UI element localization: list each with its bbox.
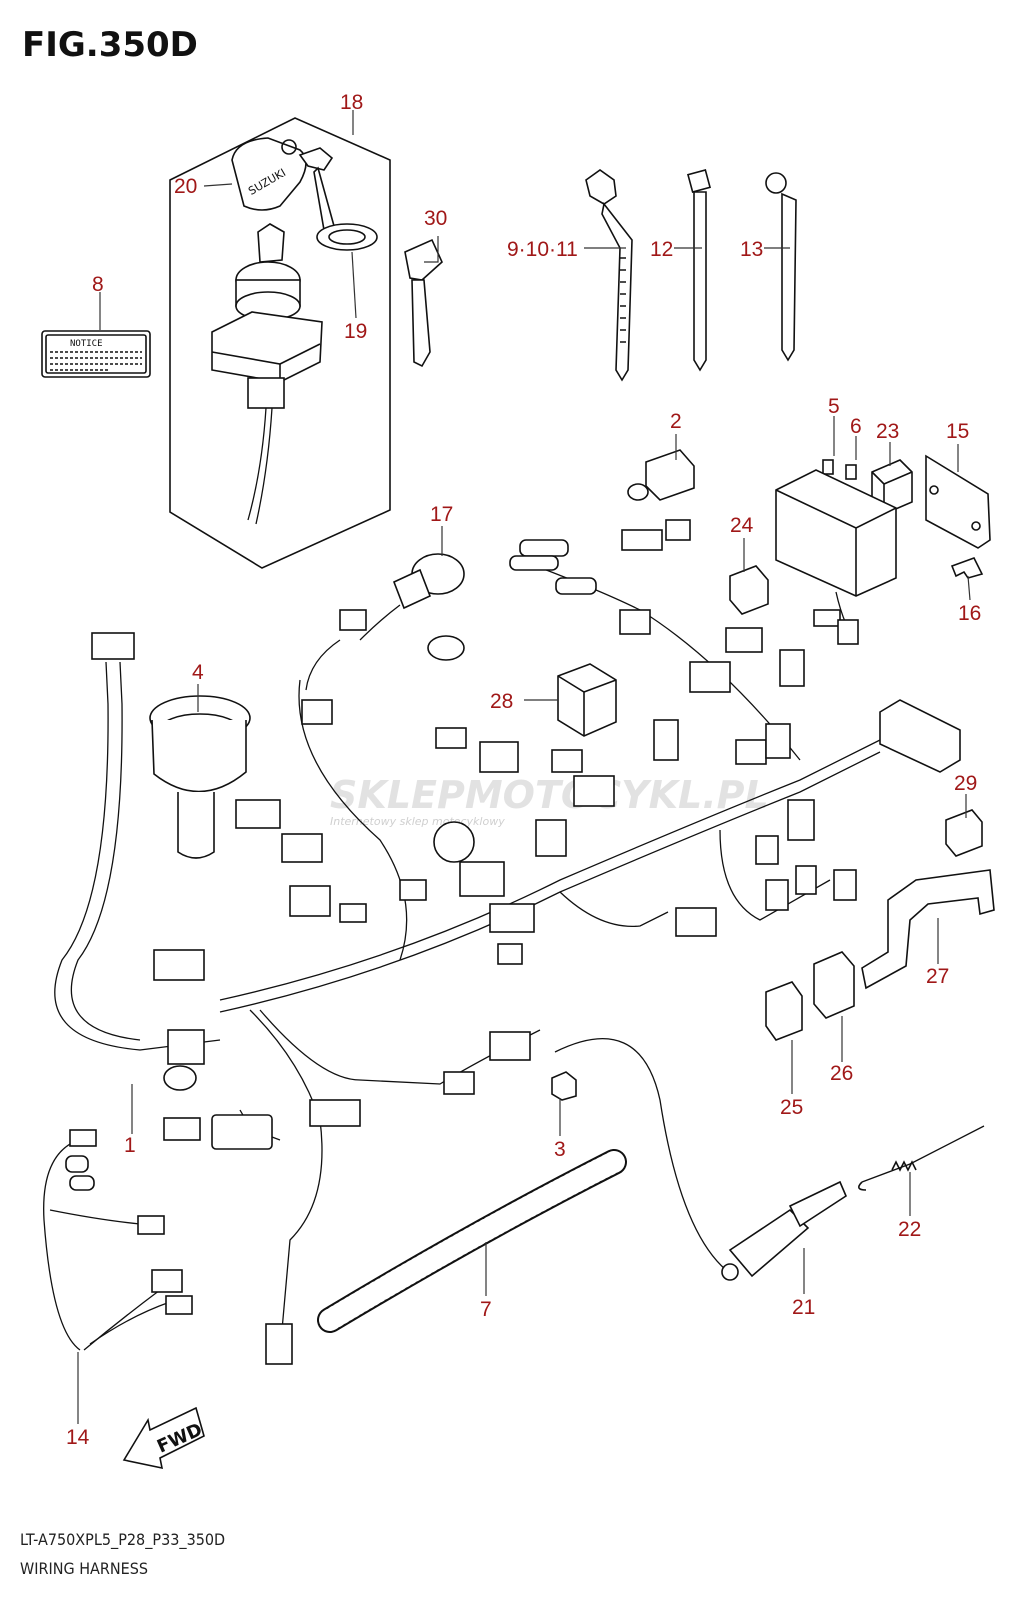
callout-12: 12: [650, 238, 673, 261]
callout-16: 16: [958, 602, 981, 625]
ignition-switch: [211, 223, 323, 525]
callout-2: 2: [670, 410, 682, 433]
notice-label-text: NOTICE: [70, 339, 103, 349]
cable-tie-9-11: [585, 169, 633, 382]
diagram-caption: WIRING HARNESS: [20, 1559, 148, 1578]
connector-24: [729, 565, 769, 615]
callout-26: 26: [830, 1062, 853, 1085]
model-code: LT-A750XPL5_P28_P33_350D: [20, 1530, 225, 1550]
forward-arrow: FWD: [122, 1406, 206, 1470]
callout-3: 3: [554, 1138, 566, 1161]
callout-23: 23: [876, 420, 899, 443]
callout-14: 14: [66, 1426, 90, 1449]
callout-25: 25: [780, 1096, 803, 1119]
callout-24: 24: [730, 514, 754, 537]
connector-26: [813, 951, 855, 1019]
callout-21: 21: [792, 1296, 815, 1319]
fuse-box: [775, 469, 897, 625]
cable-tie-12: [686, 168, 712, 372]
callout-13: 13: [740, 238, 763, 261]
watermark-brand: SKLEPMOTOCYKL.PL: [330, 773, 769, 817]
fuse-6: [845, 464, 857, 480]
cap-3: [551, 1071, 577, 1101]
callout-17: 17: [430, 503, 453, 526]
spring-clip: [858, 1125, 985, 1191]
callout-7: 7: [480, 1298, 492, 1321]
fuse-5: [822, 459, 834, 475]
callout-28: 28: [490, 690, 513, 713]
rubber-boot: [149, 695, 251, 859]
callout-5: 5: [828, 395, 840, 418]
callout-19: 19: [344, 320, 367, 343]
key-cover: SUZUKI: [231, 137, 344, 237]
bracket: [925, 454, 991, 549]
oxygen-sensor: [554, 1038, 848, 1281]
notice-label: NOTICE: [41, 330, 151, 378]
corrugated-tube: [317, 1149, 627, 1333]
clamp: [950, 557, 984, 579]
callout-20: 20: [174, 175, 197, 198]
callout-18: 18: [340, 91, 363, 114]
harness-bracket: [861, 869, 995, 990]
callout-6: 6: [850, 415, 862, 438]
callout-30: 30: [424, 207, 447, 230]
callout-1: 1: [124, 1134, 136, 1157]
connector-25: [765, 981, 803, 1041]
connector-28: [557, 663, 617, 737]
cable-tie-13: [765, 172, 797, 362]
sub-harness: [43, 1129, 193, 1351]
callout-9-10-11: 9·10·11: [507, 238, 578, 261]
callout-4: 4: [192, 661, 204, 684]
main-wiring-harness: [54, 519, 961, 1365]
connector-cover: [627, 449, 695, 501]
ignition-nut: [316, 223, 378, 251]
connector-29: [945, 809, 983, 857]
callout-27: 27: [926, 965, 949, 988]
callout-labels: 18 20 8 19 30 9·10·11 12 13 2 5 6 23 15 …: [66, 91, 981, 1449]
callout-8: 8: [92, 273, 104, 296]
power-socket: [359, 553, 465, 661]
callout-15: 15: [946, 420, 969, 443]
spare-key: [404, 238, 443, 368]
ignition-switch-set-box: [169, 117, 391, 569]
callout-22: 22: [898, 1218, 921, 1241]
figure-title: FIG.350D: [22, 25, 198, 65]
leader-lines: [77, 110, 971, 1424]
callout-29: 29: [954, 772, 977, 795]
